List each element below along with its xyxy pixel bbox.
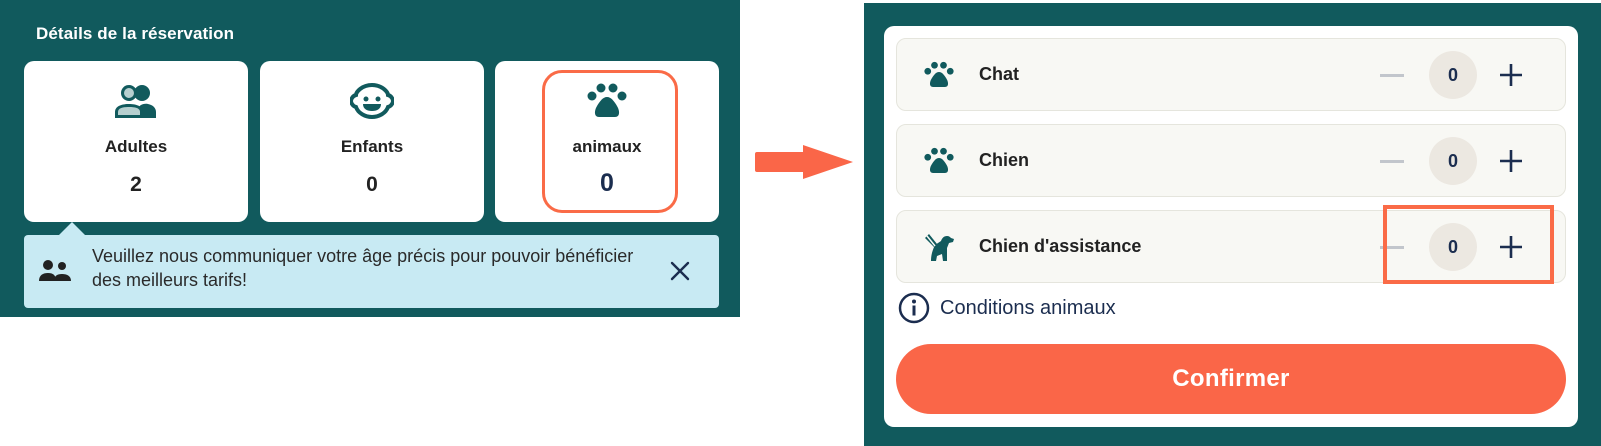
pets-panel: Chat 0 Chien 0	[864, 3, 1601, 446]
plus-icon[interactable]	[1495, 231, 1527, 263]
pet-label: Chien d'assistance	[979, 236, 1142, 256]
plus-icon[interactable]	[1495, 145, 1527, 177]
pet-row-chien-assistance: Chien d'assistance 0	[896, 210, 1566, 283]
adults-label: Adultes	[104, 137, 168, 156]
animals-highlight-box	[542, 70, 678, 213]
paw-icon	[923, 145, 955, 177]
paw-icon	[923, 59, 955, 91]
animals-count: 0	[600, 169, 614, 197]
pet-conditions-text[interactable]: Conditions animaux	[940, 296, 1116, 319]
info-icon	[898, 292, 930, 324]
children-card[interactable]: Enfants 0	[260, 61, 484, 222]
age-notice-text: Veuillez nous communiquer votre âge préc…	[92, 246, 634, 290]
booking-details-title: Détails de la réservation	[36, 24, 235, 43]
animals-label: animaux	[572, 137, 642, 156]
pet-count: 0	[1429, 223, 1477, 271]
arrow-right-icon	[755, 145, 855, 179]
minus-icon[interactable]	[1377, 233, 1407, 263]
notice-caret	[59, 222, 85, 235]
children-count: 0	[366, 173, 378, 196]
pet-label: Chat	[979, 64, 1019, 84]
age-notice: Veuillez nous communiquer votre âge préc…	[24, 235, 719, 308]
minus-icon[interactable]	[1377, 147, 1407, 177]
confirm-button[interactable]: Confirmer	[896, 344, 1566, 414]
paw-icon	[583, 81, 631, 121]
people-icon	[38, 257, 72, 285]
pets-card: Chat 0 Chien 0	[884, 26, 1578, 427]
pet-conditions-link[interactable]: Conditions animaux	[898, 292, 1116, 324]
adults-icon	[112, 81, 160, 121]
child-face-icon	[348, 81, 396, 121]
plus-icon[interactable]	[1495, 59, 1527, 91]
booking-details-panel: Détails de la réservation Adultes 2 Enf	[0, 0, 740, 317]
stepper-highlight-box	[1383, 205, 1554, 284]
pet-label: Chien	[979, 150, 1030, 170]
pet-row-chien: Chien 0	[896, 124, 1566, 197]
adults-count: 2	[130, 173, 142, 196]
service-dog-icon	[923, 231, 955, 263]
pet-count: 0	[1429, 137, 1477, 185]
minus-icon[interactable]	[1377, 61, 1407, 91]
pet-row-chat: Chat 0	[896, 38, 1566, 111]
pet-count: 0	[1429, 51, 1477, 99]
animals-card[interactable]: animaux 0	[495, 61, 719, 222]
adults-card[interactable]: Adultes 2	[24, 61, 248, 222]
children-label: Enfants	[340, 137, 404, 156]
close-icon[interactable]	[664, 255, 696, 287]
